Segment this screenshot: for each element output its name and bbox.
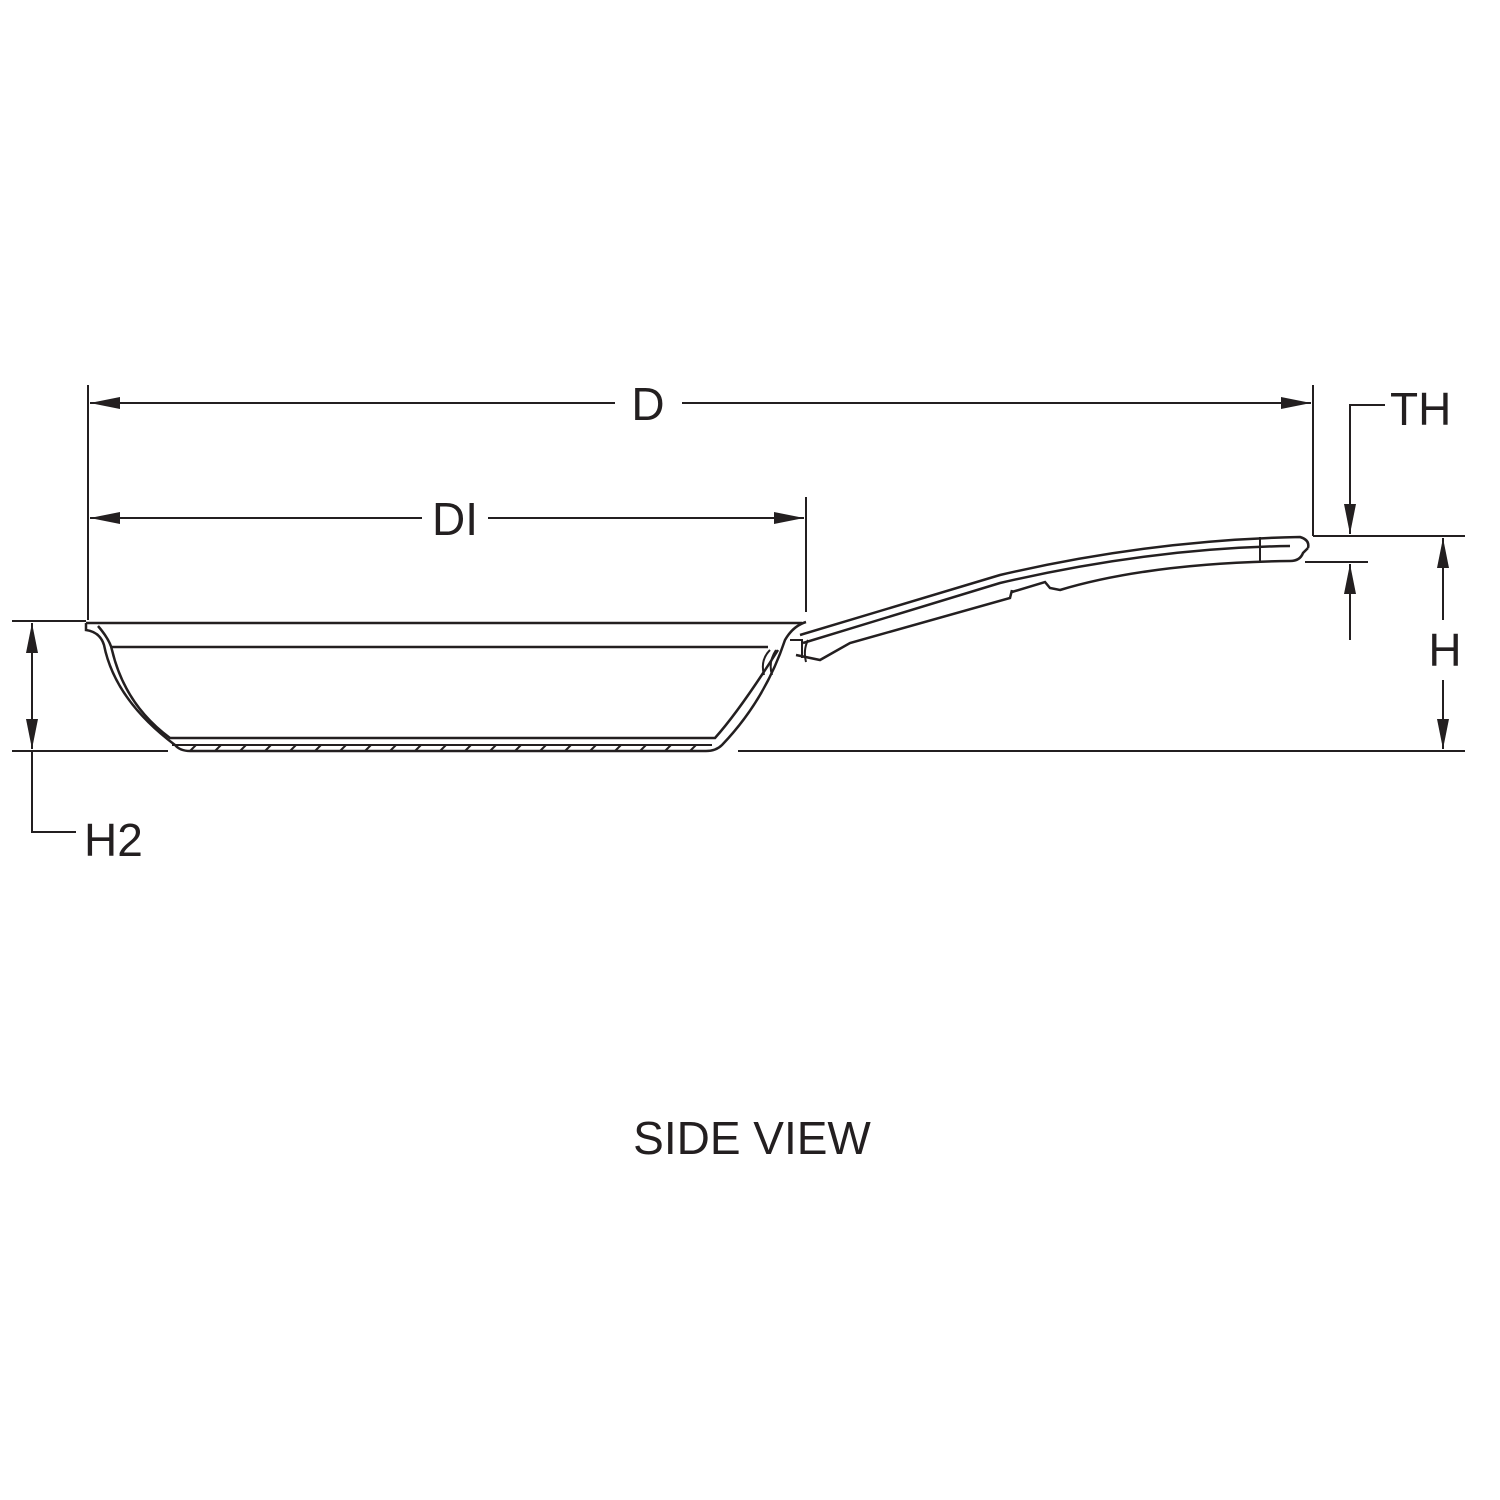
dimension-h: H <box>738 538 1465 752</box>
dimension-label-d: D <box>631 378 664 430</box>
dimension-h2: H2 <box>12 620 168 866</box>
dimension-th: TH <box>1305 383 1465 640</box>
dimension-label-h: H <box>1428 624 1461 676</box>
dimension-di: DI <box>90 493 807 612</box>
base-hatching <box>189 744 697 752</box>
pan-body <box>84 620 807 753</box>
dimension-d: D <box>87 378 1314 620</box>
view-title: SIDE VIEW <box>633 1112 871 1164</box>
dimension-label-h2: H2 <box>84 814 143 866</box>
pan-handle <box>790 535 1310 663</box>
dimension-label-th: TH <box>1390 383 1451 435</box>
dimension-label-di: DI <box>432 493 478 545</box>
